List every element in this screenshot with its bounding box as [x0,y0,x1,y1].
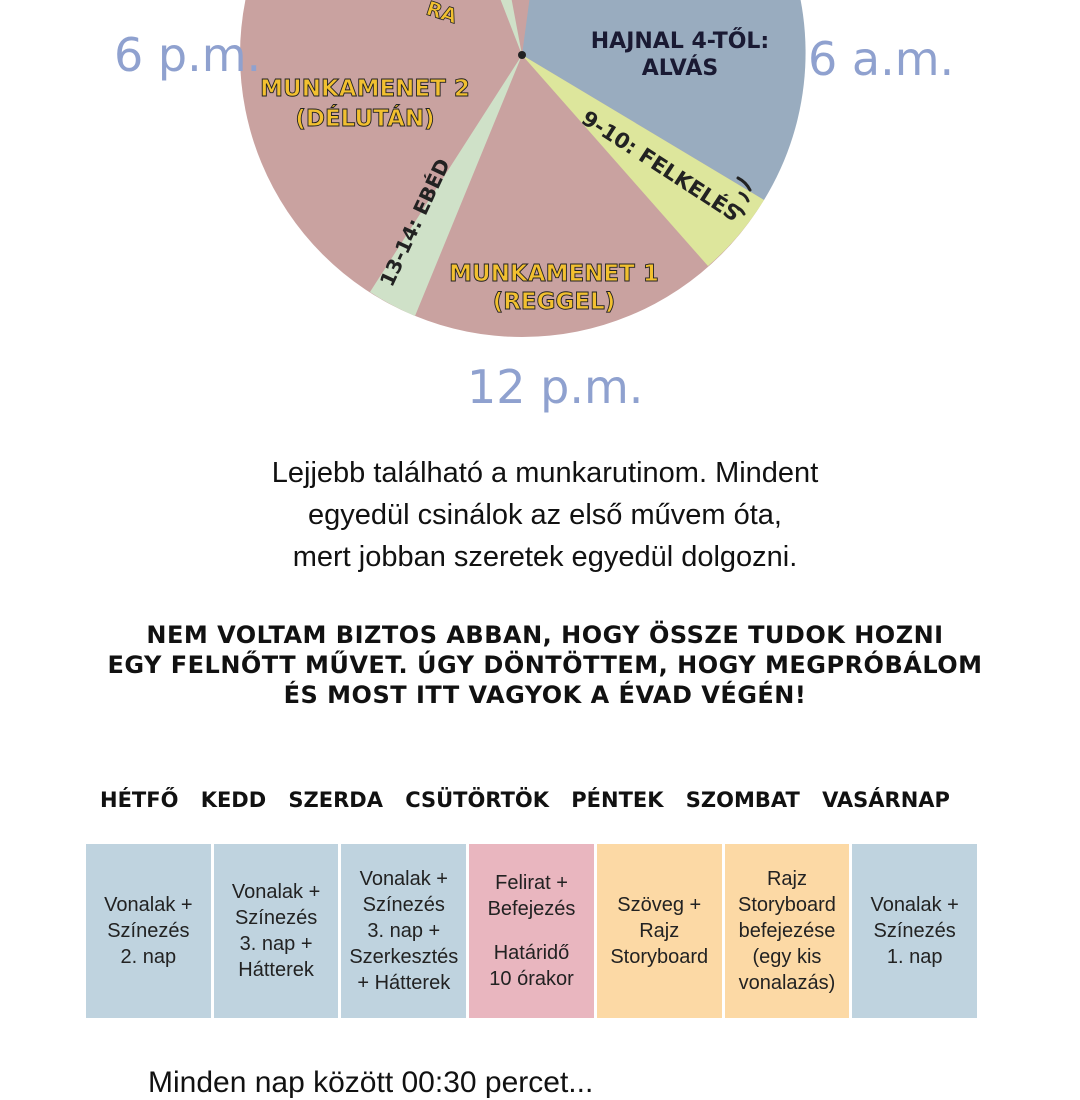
caps-note: NEM VOLTAM BIZTOS ABBAN, HOGY ÖSSZE TUDO… [40,620,1050,710]
day-friday: PÉNTEK [571,788,664,812]
schedule-cell-line: Színezés [873,920,956,942]
schedule-cell-line: Színezés [234,907,318,929]
day-tuesday: KEDD [200,788,267,812]
intro-text: Lejjebb található a munkarutinom. Minden… [140,452,950,578]
pie-label-sleep-2: ALVÁS [642,55,718,81]
day-wednesday: SZERDA [288,788,383,812]
schedule-cell-line: Szöveg + [617,894,702,916]
clock-label-6am: 6 a.m. [808,32,955,86]
caps-line-1: NEM VOLTAM BIZTOS ABBAN, HOGY ÖSSZE TUDO… [146,621,944,649]
schedule-cell-line: 10 órakor [489,968,574,990]
pie-lunch-slice [370,55,522,316]
schedule-cell-line: Vonalak + [104,894,193,916]
intro-line-1: Lejjebb található a munkarutinom. Minden… [271,457,819,489]
schedule-cell-line: Vonalak + [231,881,321,903]
pie-wake-slice [522,55,764,266]
weekly-schedule: Vonalak + Színezés 2. nap Vonalak + Színezés… [86,844,978,1018]
caps-line-3: ÉS MOST ITT VAGYOK A ÉVAD VÉGÉN! [283,681,807,709]
schedule-cell-line: vonalazás) [738,972,836,994]
schedule-cell-tuesday: Vonalak + Színezés 3. nap + Hátterek [213,844,339,1018]
schedule-cell-line: + Hátterek [357,972,451,994]
day-saturday: SZOMBAT [685,788,800,812]
schedule-cell-line: Határidő [493,942,570,964]
pie-center-dot [518,51,526,59]
schedule-cell-line: Vonalak + [359,868,448,890]
clock-label-6pm: 6 p.m. [114,28,262,82]
schedule-cell-line: (egy kis [752,946,822,968]
pie-label-session2-2: (DÉLUTÁN) [295,104,434,132]
intro-line-3: mert jobban szeretek egyedül dolgozni. [292,541,798,573]
schedule-cell-wednesday: Vonalak + Színezés 3. nap + Szerkesztés + Há… [341,844,467,1018]
schedule-cell-line: Felirat + [495,872,568,894]
intro-line-2: egyedül csinálok az első művem óta, [308,499,782,531]
pie-label-session1-1: MUNKAMENET 1 [449,261,659,287]
schedule-cell-line: Storyboard [610,946,709,968]
pie-sleep-slice [522,0,806,200]
schedule-cell-line: Rajz [766,868,807,890]
pie-label-session1-2: (REGGEL) [493,289,616,315]
schedule-cell-line: 3. nap + [367,920,441,942]
day-monday: HÉTFŐ [100,788,179,812]
schedule-cell-line: befejezése [738,920,836,942]
schedule-cell-line: Színezés [107,920,190,942]
day-sunday: VASÁRNAP [822,788,950,812]
schedule-cell-line: Színezés [362,894,445,916]
footer-text: Minden nap között 00:30 percet... [148,1066,594,1099]
sweat-doodle-icon [736,176,752,216]
schedule-cell-line: Befejezés [487,898,576,920]
schedule-cell-monday: Vonalak + Színezés 2. nap [86,844,211,1018]
schedule-cell-line: Szerkesztés [349,946,459,968]
caps-line-2: EGY FELNŐTT MŰVET. ÚGY DÖNTÖTTEM, HOGY M… [107,651,983,679]
daily-routine-pie: RA HAJNAL 4-TŐL: ALVÁS 9-10: FELKELÉS 13… [240,0,806,337]
pie-top-slice [500,0,522,55]
pie-label-session2-1: MUNKAMENET 2 [260,76,470,102]
schedule-cell-line: 3. nap + [239,933,313,955]
schedule-cell-line: Vonalak + [870,894,959,916]
schedule-cell-sunday: Vonalak + Színezés 1. nap [852,844,978,1018]
schedule-cell-line: Rajz [639,920,680,942]
clock-label-12pm: 12 p.m. [467,360,644,414]
weekday-header: HÉTFŐ KEDD SZERDA CSÜTÖRTÖK PÉNTEK SZOMB… [100,788,950,812]
pie-label-sleep-1: HAJNAL 4-TŐL: [591,28,769,54]
schedule-cell-line: Hátterek [238,959,314,981]
schedule-cell-line: Storyboard [738,894,836,916]
schedule-cell-line: 1. nap [886,946,943,968]
schedule-cell-line: 2. nap [120,946,177,968]
day-thursday: CSÜTÖRTÖK [405,788,550,812]
